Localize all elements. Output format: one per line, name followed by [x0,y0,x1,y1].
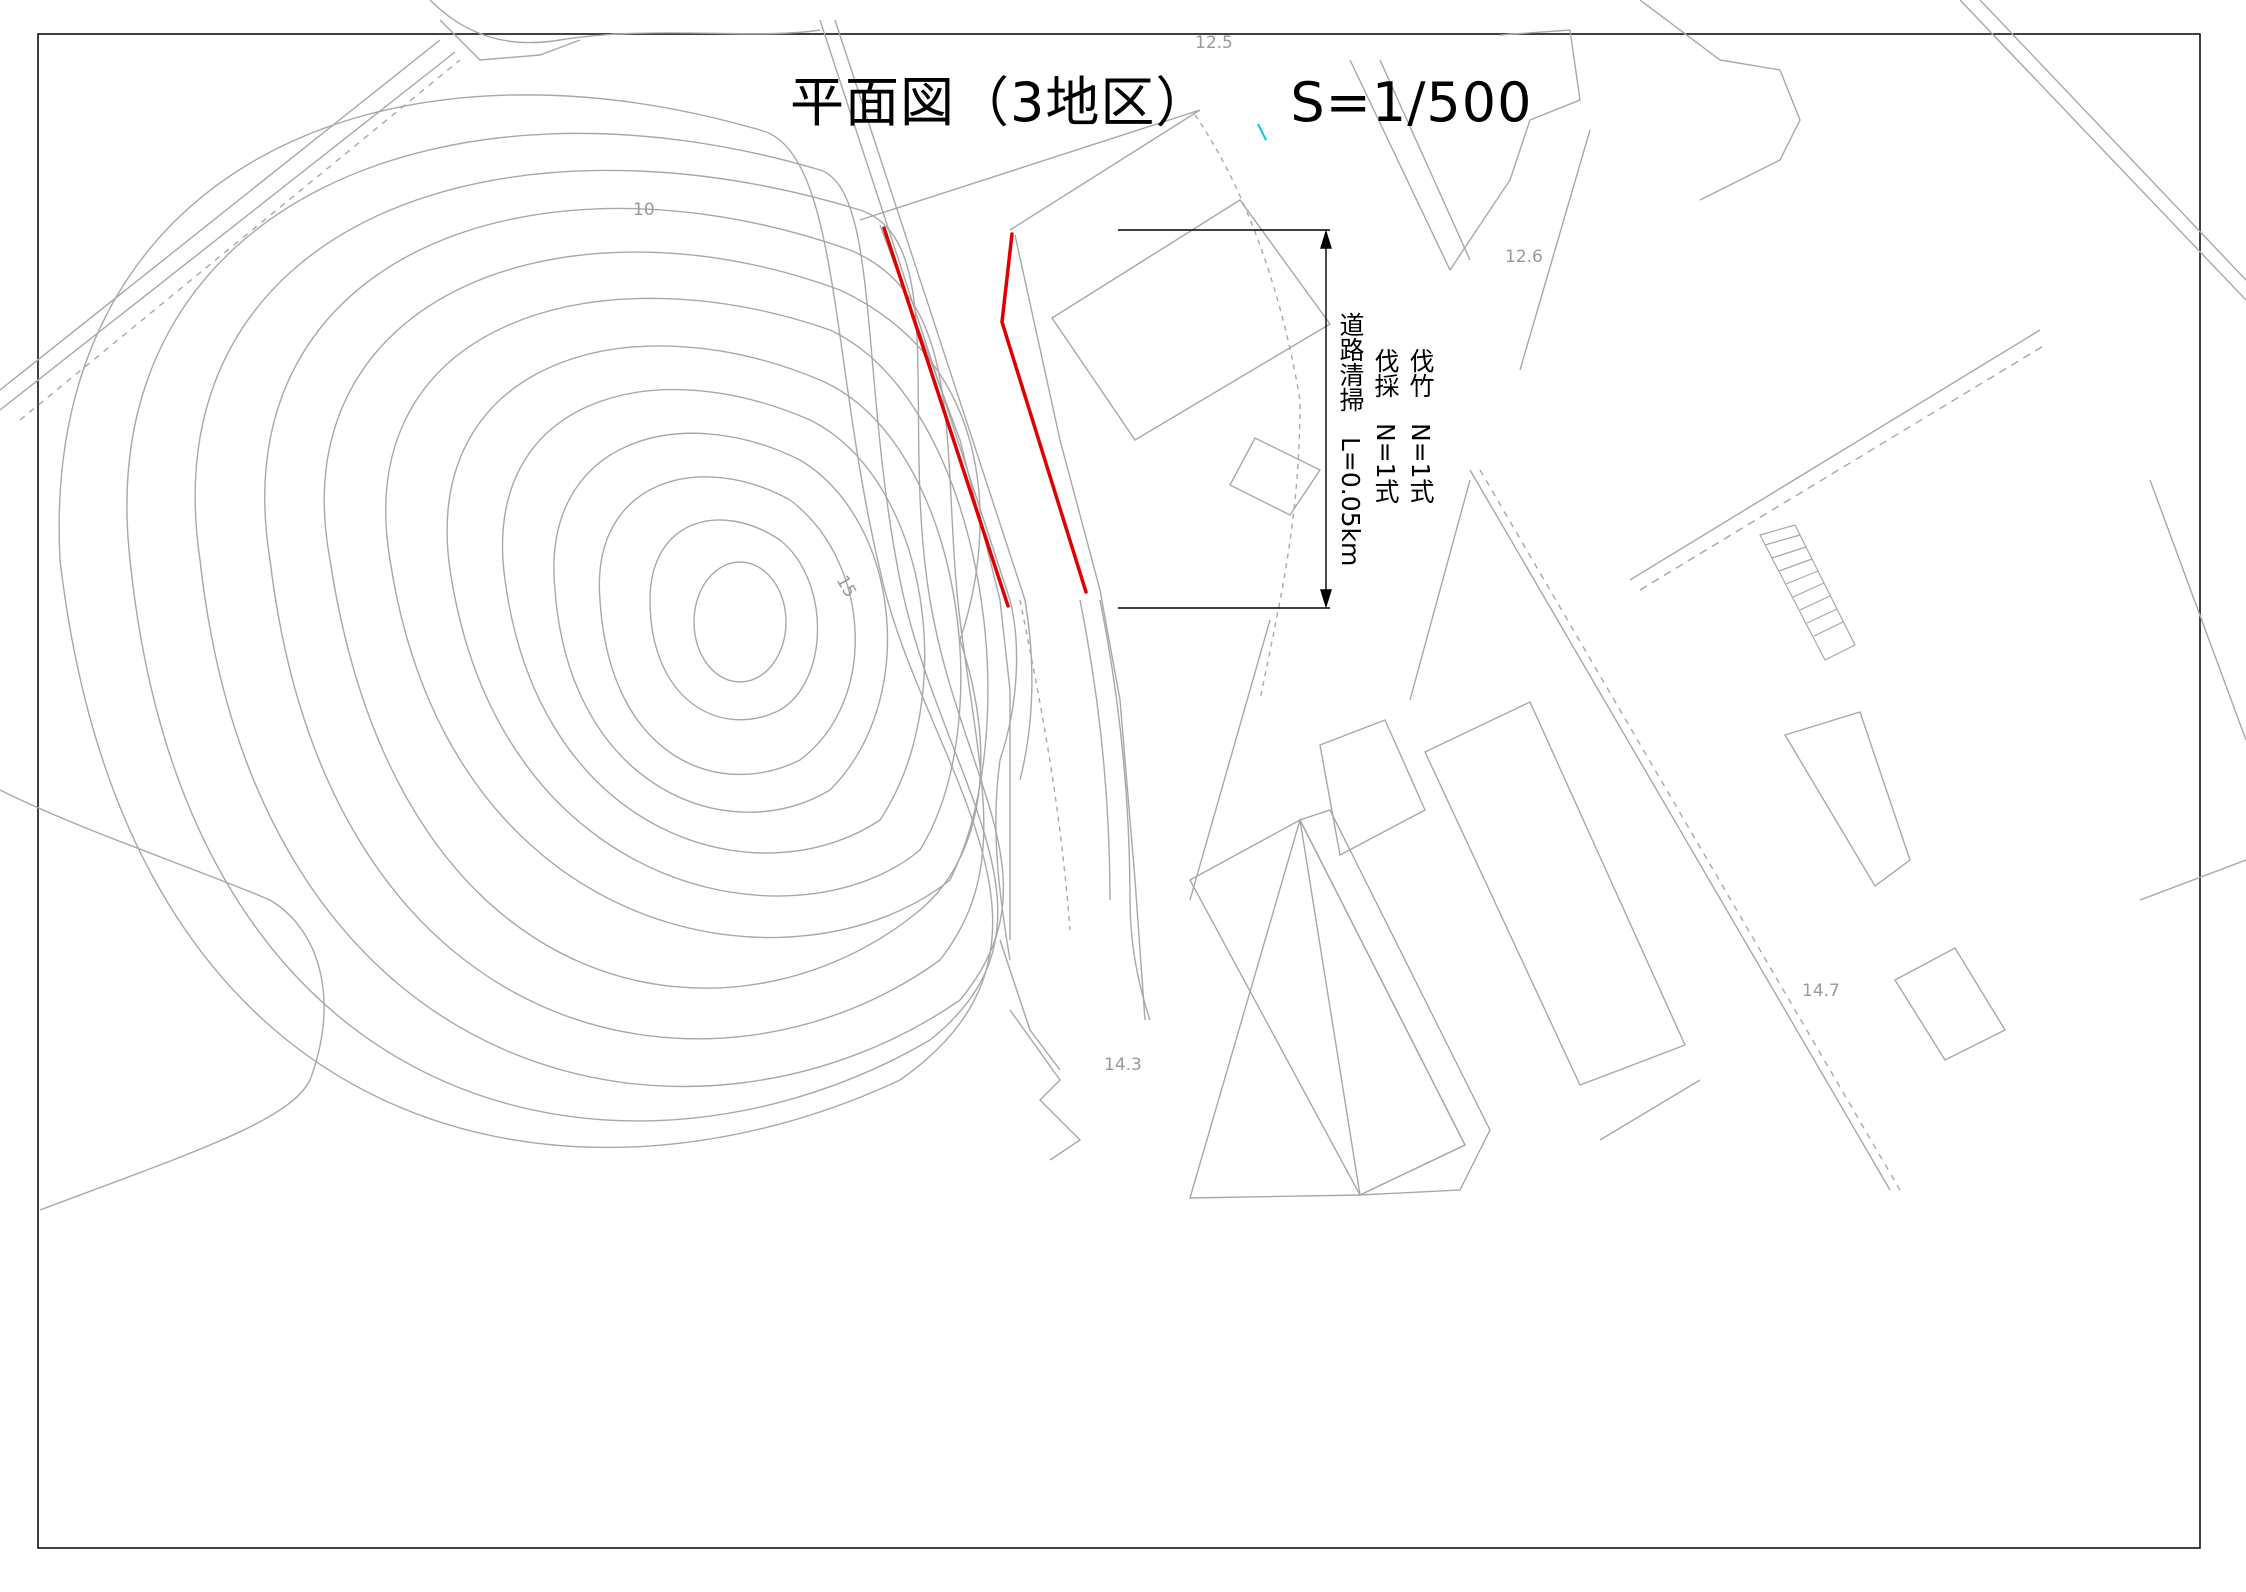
building [1299,809,1491,1196]
contour-line [598,476,856,776]
terrain-lines [0,0,1201,1211]
note-road-cleaning: 道路清掃 L=0.05km [1336,312,1365,567]
work-lines [882,226,1088,608]
building [1783,711,1911,888]
title-scale: S=1/500 [1290,71,1533,134]
buildings [1051,0,2246,1199]
building [1051,199,1332,441]
building [1319,719,1426,857]
work-line-left [882,226,1010,608]
building [1894,947,2006,1061]
work-line-right [1000,232,1088,594]
contour-line [385,297,989,939]
note-tree-cutting: 伐採 N=1式 [1371,348,1400,504]
contour-lines [58,94,1005,1149]
stair-hatch [1759,524,1856,661]
contour-line [501,388,926,854]
building [1189,818,1466,1199]
building [1229,437,1322,516]
contour-summit [693,561,787,683]
building [1189,819,1466,1196]
contour-line [58,94,994,1149]
contour-line [323,251,982,989]
building [1424,701,1686,1086]
contour-line [649,519,819,721]
drawing-frame [37,33,2201,1549]
cyan-mark [1257,123,1267,141]
contour-line [553,432,889,813]
contour-line [126,132,999,1122]
road-lines [879,114,1301,1021]
title-main: 平面図（3地区） [790,71,1211,134]
plan-title: 平面図（3地区） S=1/500 [790,58,1533,137]
note-bamboo-cutting: 伐竹 N=1式 [1406,348,1435,504]
contour-line [446,345,962,897]
contour-line [194,169,1005,1088]
contour-line [264,207,985,1040]
dimension-lines [1118,229,1332,609]
